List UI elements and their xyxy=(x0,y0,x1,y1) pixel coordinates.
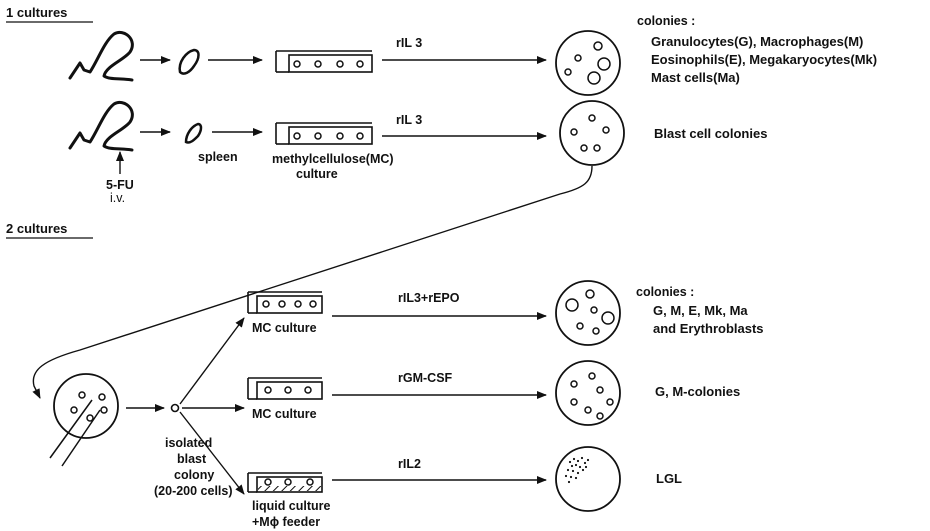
branchC-factor-label: rIL2 xyxy=(398,457,421,471)
isolated-colony-icon xyxy=(172,405,179,412)
section1-heading: 1 cultures xyxy=(6,5,93,22)
row2-factor-label: rIL 3 xyxy=(396,113,422,127)
section1-title: 1 cultures xyxy=(6,5,67,20)
row1-result-line-3: Mast cells(Ma) xyxy=(651,70,740,85)
isolated-line-4: (20-200 cells) xyxy=(154,484,233,498)
row2-treatment-route: i.v. xyxy=(110,191,125,205)
branchB-culture-label: MC culture xyxy=(252,407,317,421)
row2-blast-plate-icon xyxy=(560,101,624,165)
row2-organ-icon xyxy=(186,124,201,143)
row2-treatment-label: 5-FU xyxy=(106,178,134,192)
branchC-result: LGL xyxy=(656,471,682,486)
branchA-result-line-1: G, M, E, Mk, Ma xyxy=(653,303,748,318)
row2-result: Blast cell colonies xyxy=(654,126,767,141)
row1-colony-plate-icon xyxy=(556,31,620,95)
row2-culture-label-2: culture xyxy=(296,167,338,181)
row1-factor-label: rIL 3 xyxy=(396,36,422,50)
branchC-culture-label-1: liquid culture xyxy=(252,499,331,513)
branchA-colony-plate-icon xyxy=(556,281,620,345)
row2-culture-label-1: methylcellulose(MC) xyxy=(272,152,394,166)
row1-mouse-icon xyxy=(70,32,132,80)
branch-arrow-a xyxy=(180,318,244,404)
isolated-line-3: colony xyxy=(174,468,214,482)
branchA-result-heading: colonies : xyxy=(636,285,694,299)
isolated-line-2: blast xyxy=(177,452,207,466)
picked-colony-plate-icon xyxy=(54,374,118,438)
isolated-colony-label: isolated blast colony (20-200 cells) xyxy=(154,436,233,498)
row1-organ-icon xyxy=(180,50,199,74)
row1-result-line-1: Granulocytes(G), Macrophages(M) xyxy=(651,34,863,49)
branchA-culture-label: MC culture xyxy=(252,321,317,335)
branchB-dish-icon xyxy=(248,378,322,399)
branchC-culture-label-2: +Mϕ feeder xyxy=(252,515,320,529)
branchA-result-line-2: and Erythroblasts xyxy=(653,321,764,336)
isolated-line-1: isolated xyxy=(165,436,212,450)
row1-culture-dish-icon xyxy=(276,51,372,72)
branchA-dish-icon xyxy=(248,292,322,313)
row2-mouse-icon xyxy=(70,102,132,150)
branchB-factor-label: rGM-CSF xyxy=(398,371,453,385)
branchB-colony-plate-icon xyxy=(556,361,620,425)
row1-results: colonies : Granulocytes(G), Macrophages(… xyxy=(637,14,877,85)
branchB-result: G, M-colonies xyxy=(655,384,740,399)
row1-result-line-2: Eosinophils(E), Megakaryocytes(Mk) xyxy=(651,52,877,67)
section2-title: 2 cultures xyxy=(6,221,67,236)
pipette-icon xyxy=(50,400,100,466)
branchA-results: colonies : G, M, E, Mk, Ma and Erythrobl… xyxy=(636,285,764,336)
branchC-dish-icon xyxy=(248,473,322,492)
row2-organ-label: spleen xyxy=(198,150,238,164)
section2-heading: 2 cultures xyxy=(6,221,93,238)
branchA-factor-label: rIL3+rEPO xyxy=(398,291,460,305)
branchC-lgl-plate-icon xyxy=(556,447,620,511)
row1-result-heading: colonies : xyxy=(637,14,695,28)
row2-culture-dish-icon xyxy=(276,123,372,144)
